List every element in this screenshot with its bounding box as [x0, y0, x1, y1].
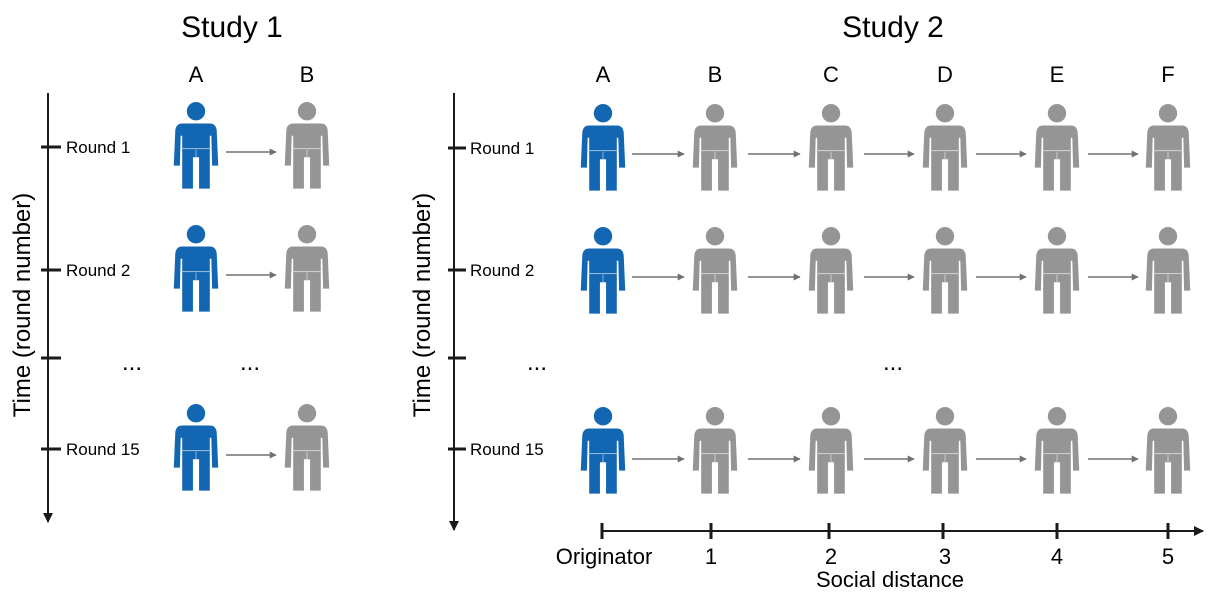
person-icon — [1145, 104, 1191, 191]
person-icon — [1034, 104, 1080, 191]
study2-column-label: D — [937, 62, 953, 87]
person-icon — [1034, 407, 1080, 494]
person-icon — [922, 227, 968, 314]
study2-round-label: Round 1 — [470, 139, 534, 158]
person-icon — [173, 102, 219, 189]
study1-round-label: Round 2 — [66, 261, 130, 280]
study1-column-label: B — [300, 62, 315, 87]
study2-axis-label: Time (round number) — [409, 193, 436, 418]
person-icon — [284, 102, 330, 189]
study2-ellipsis: ... — [883, 349, 903, 376]
study2-column-label: B — [708, 62, 723, 87]
person-icon — [284, 404, 330, 491]
person-icon — [173, 404, 219, 491]
study1-axis-label: Time (round number) — [9, 193, 36, 418]
study2-column-label: F — [1161, 62, 1174, 87]
study1-title: Study 1 — [181, 11, 283, 44]
study1-column-label: A — [189, 62, 204, 87]
social-distance-label: Social distance — [816, 567, 964, 592]
study1-round-label: Round 15 — [66, 440, 140, 459]
social-distance-tick-label: 1 — [705, 544, 717, 569]
person-icon — [1145, 407, 1191, 494]
social-distance-tick-label: 5 — [1162, 544, 1174, 569]
study1-round-label: Round 1 — [66, 138, 130, 157]
study2-column-label: A — [596, 62, 611, 87]
study2-column-label: E — [1050, 62, 1065, 87]
study2-ellipsis: ... — [527, 349, 547, 376]
person-icon — [692, 227, 738, 314]
study2-title: Study 2 — [842, 11, 944, 44]
person-icon — [808, 407, 854, 494]
social-distance-tick-label: 3 — [939, 544, 951, 569]
person-icon — [692, 407, 738, 494]
social-distance-tick-label: Originator — [556, 544, 653, 569]
person-icon — [580, 104, 626, 191]
study1-ellipsis: ... — [122, 349, 142, 376]
study1-ellipsis: ... — [240, 349, 260, 376]
person-icon — [580, 407, 626, 494]
person-icon — [1145, 227, 1191, 314]
person-icon — [808, 104, 854, 191]
person-icon — [808, 227, 854, 314]
study1-panel: Study 1 Time (round number) Round 1 Roun… — [9, 11, 330, 523]
study2-column-label: C — [823, 62, 839, 87]
person-icon — [922, 407, 968, 494]
person-icon — [580, 227, 626, 314]
social-distance-tick-label: 2 — [825, 544, 837, 569]
study2-round-label: Round 15 — [470, 440, 544, 459]
social-distance-tick-label: 4 — [1051, 544, 1063, 569]
person-icon — [692, 104, 738, 191]
person-icon — [922, 104, 968, 191]
study2-round-label: Round 2 — [470, 261, 534, 280]
study2-panel: Study 2 Time (round number) Round 1 Roun… — [409, 11, 1204, 592]
person-icon — [1034, 227, 1080, 314]
person-icon — [173, 225, 219, 312]
person-icon — [284, 225, 330, 312]
